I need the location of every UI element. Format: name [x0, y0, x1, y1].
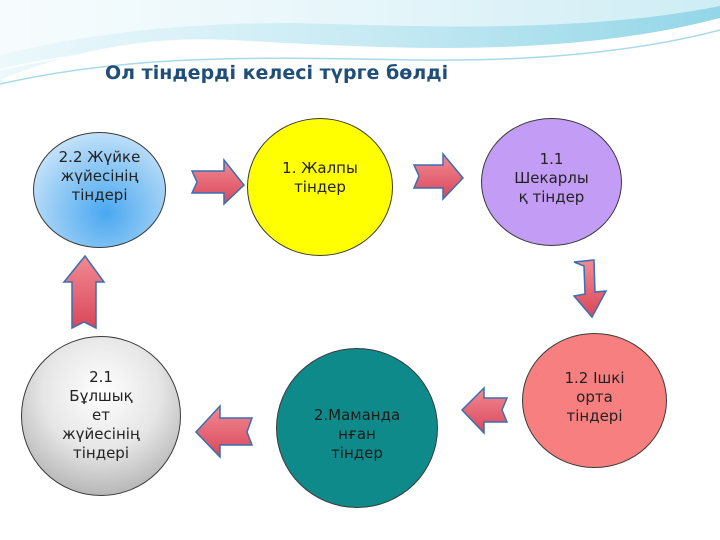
border-tissues-node: 1.1 Шекарлы қ тіндер — [481, 118, 622, 246]
arrow-down — [574, 260, 606, 317]
arrow-up — [64, 256, 104, 328]
internal-environment-tissues-node: 1.2 Ішкі орта тіндері — [522, 333, 667, 468]
arrow-right-1 — [192, 160, 244, 204]
general-tissues-label: 1. Жалпы тіндер — [282, 159, 358, 197]
nervous-tissue-label: 2.2 Жүйке жүйесінің тіндері — [59, 148, 141, 205]
page-title: Ол тіндерді келесі түрге бөлді — [105, 62, 448, 84]
muscle-tissue-label: 2.1 Бұлшық ет жүйесінің тіндері — [62, 368, 140, 463]
muscle-tissue-node: 2.1 Бұлшық ет жүйесінің тіндері — [21, 336, 181, 496]
arrow-left-2 — [196, 406, 252, 457]
specialized-tissues-label: 2.Маманда нған тіндер — [314, 406, 400, 463]
nervous-tissue-node: 2.2 Жүйке жүйесінің тіндері — [33, 132, 166, 248]
general-tissues-node: 1. Жалпы тіндер — [247, 118, 393, 256]
specialized-tissues-node: 2.Маманда нған тіндер — [276, 348, 438, 508]
arrow-right-2 — [414, 154, 463, 199]
arrow-left-1 — [462, 388, 507, 433]
border-tissues-label: 1.1 Шекарлы қ тіндер — [514, 150, 588, 207]
internal-environment-tissues-label: 1.2 Ішкі орта тіндері — [565, 369, 625, 426]
